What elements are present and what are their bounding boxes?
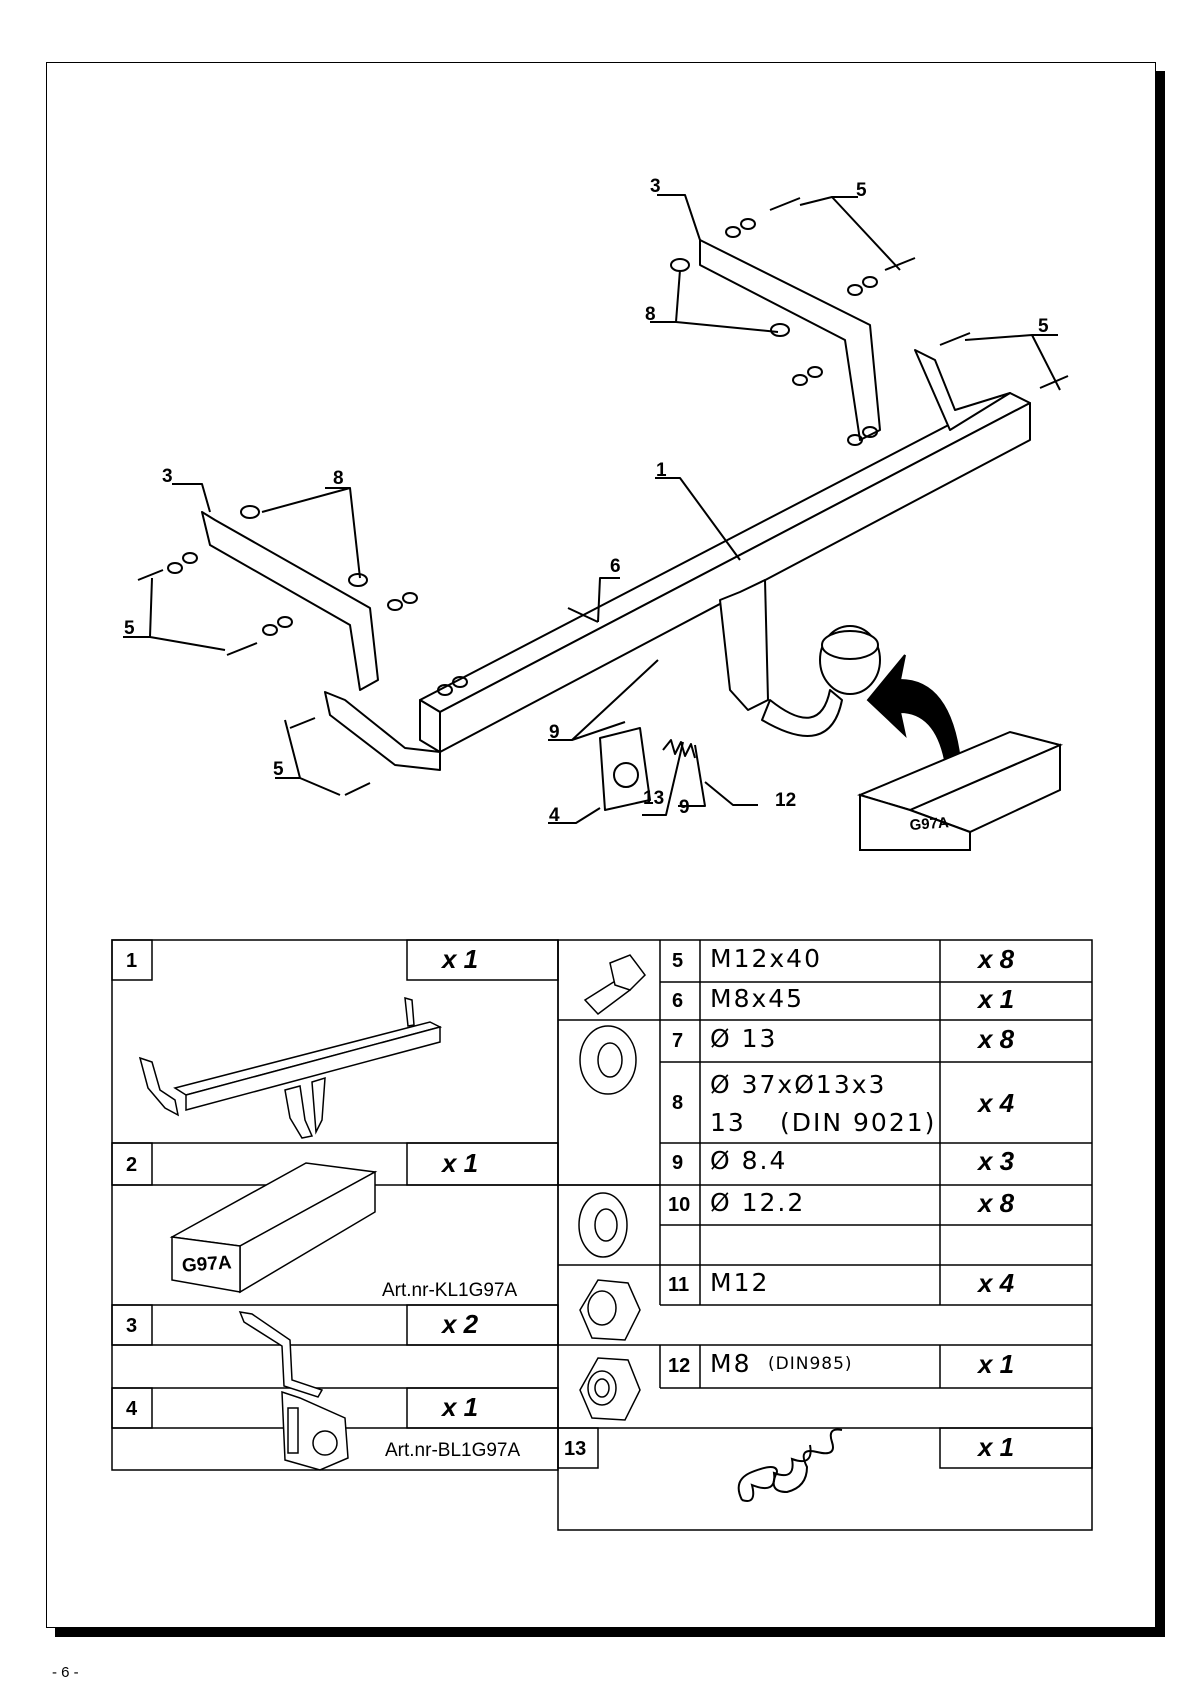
- part-number: 9: [672, 1152, 684, 1174]
- part-number: 13: [564, 1438, 587, 1460]
- part-quantity: x 8: [978, 1188, 1015, 1218]
- part-spec-2b: (DIN 9021): [780, 1108, 937, 1137]
- part-quantity: x 3: [978, 1146, 1015, 1176]
- spring-icon: [737, 1428, 843, 1502]
- part-number: 10: [668, 1194, 691, 1216]
- nut-icon: [579, 1279, 641, 1341]
- part-number: 11: [668, 1274, 690, 1296]
- part-spec: M8x45: [710, 984, 805, 1013]
- callout-8-left: 8: [333, 468, 344, 489]
- part-spec: M8: [710, 1349, 752, 1378]
- part-number: 5: [672, 950, 684, 972]
- part-spec-small: (DIN985): [768, 1354, 853, 1374]
- article-number: Art.nr-BL1G97A: [385, 1440, 521, 1461]
- bolt-icon: [583, 954, 646, 1016]
- callout-12: 12: [775, 790, 796, 811]
- page-number: - 6 -: [52, 1664, 79, 1681]
- part-quantity: x 2: [442, 1309, 479, 1339]
- part-quantity: x 1: [442, 1392, 479, 1422]
- part-number: 3: [126, 1315, 138, 1337]
- part-quantity: x 1: [978, 984, 1015, 1014]
- part-spec: Ø 13: [710, 1024, 778, 1053]
- callout-5-bottom: 5: [273, 759, 284, 780]
- part-4-image: [281, 1390, 349, 1471]
- part-quantity: x 8: [978, 1024, 1015, 1054]
- part-3-image: [238, 1311, 324, 1398]
- part-quantity: x 4: [978, 1088, 1015, 1118]
- callout-5-right: 5: [1038, 316, 1049, 337]
- callout-3-right: 3: [650, 176, 661, 197]
- part-1-image: [138, 996, 443, 1139]
- callout-4: 4: [549, 805, 560, 826]
- exploded-diagram: 3 5 8 5 3 8 1 6 5 9 5 13 9 12 4 G97A: [123, 176, 1069, 851]
- part-2-box-label: G97A: [181, 1252, 233, 1277]
- part-quantity: x 4: [978, 1268, 1015, 1298]
- part-2-image: [169, 1162, 378, 1294]
- callout-9-left: 9: [549, 722, 560, 743]
- part-quantity: x 8: [978, 944, 1015, 974]
- part-quantity: x 1: [978, 1432, 1015, 1462]
- callout-8-right: 8: [645, 304, 656, 325]
- part-number: 1: [126, 950, 138, 972]
- part-quantity: x 1: [978, 1349, 1015, 1379]
- part-number: 12: [668, 1355, 691, 1377]
- part-number: 4: [126, 1398, 138, 1420]
- callout-9-right: 9: [679, 797, 690, 818]
- part-number: 2: [126, 1154, 138, 1176]
- callout-5-top: 5: [856, 180, 867, 201]
- washer-icon: [579, 1025, 637, 1095]
- part-spec: M12: [710, 1268, 770, 1297]
- box-label: G97A: [909, 814, 949, 834]
- part-spec-2: 13: [710, 1108, 746, 1137]
- article-number: Art.nr-KL1G97A: [382, 1280, 518, 1301]
- callout-5-left: 5: [124, 618, 135, 639]
- spring-washer-icon: [578, 1192, 628, 1258]
- lock-nut-icon: [579, 1357, 641, 1421]
- part-number: 6: [672, 990, 684, 1012]
- part-spec: Ø 8.4: [710, 1146, 788, 1175]
- part-number: 7: [672, 1030, 684, 1052]
- callout-3-left: 3: [162, 466, 173, 487]
- part-number: 8: [672, 1092, 684, 1114]
- part-quantity: x 1: [442, 1148, 479, 1178]
- part-quantity: x 1: [442, 944, 479, 974]
- part-spec: Ø 12.2: [710, 1188, 806, 1217]
- callout-6: 6: [610, 556, 621, 577]
- part-spec: Ø 37xØ13x3: [710, 1070, 887, 1099]
- part-spec: M12x40: [710, 944, 822, 973]
- callout-1: 1: [656, 460, 667, 481]
- callout-13: 13: [643, 788, 664, 809]
